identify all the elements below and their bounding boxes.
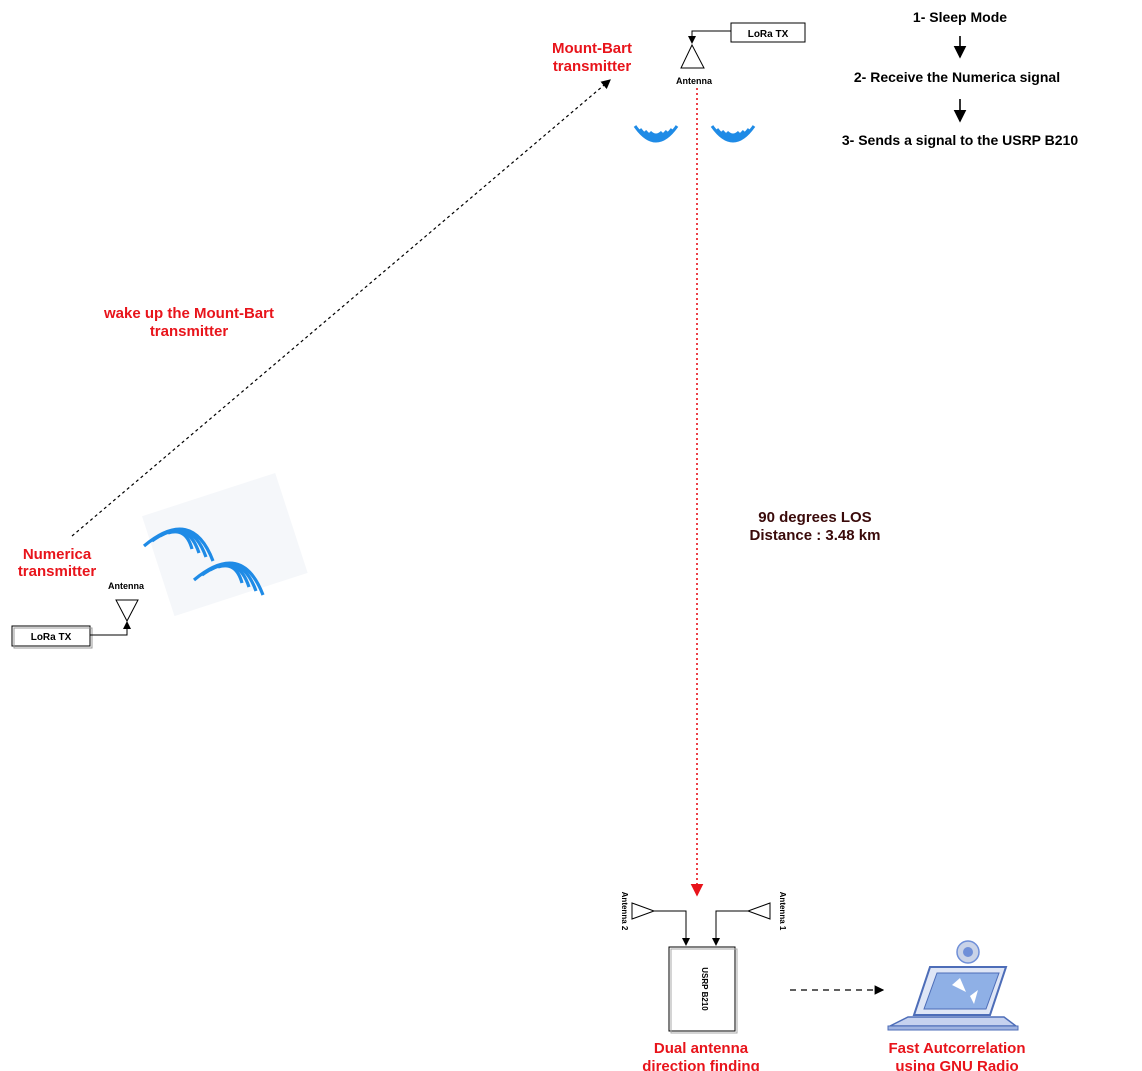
step-3-label: 3- Sends a signal to the USRP B210	[842, 132, 1078, 148]
steps-panel: 1- Sleep Mode 2- Receive the Numerica si…	[842, 9, 1078, 148]
mount-bart-title-line1: Mount-Bart	[552, 40, 632, 57]
usrp-device-shadow	[670, 948, 738, 1034]
wake-up-label-line2: transmitter	[150, 323, 229, 340]
numerica-signal-backdrop	[142, 472, 308, 617]
wake-up-label-line1: wake up the Mount-Bart	[103, 305, 274, 322]
usrp-device-box	[668, 946, 736, 1032]
numerica-transmitter: Numerica transmitter Antenna LoRa TX	[11, 472, 308, 649]
antenna-2-feed-line	[654, 910, 690, 946]
mount-bart-title-line2: transmitter	[553, 58, 632, 75]
signal-waves-icon-left	[633, 124, 679, 143]
numerica-antenna-label: Antenna	[108, 581, 145, 591]
laptop-icon: Fast Autcorrelation using GNU Radio	[887, 940, 1026, 1071]
receiver-caption-line2: direction finding	[642, 1058, 760, 1071]
los-label-line2: Distance : 3.48 km	[750, 527, 881, 544]
mount-bart-transmitter: Mount-Bart transmitter LoRa TX Antenna	[552, 22, 806, 143]
antenna-1-label: Antenna 1	[778, 892, 787, 931]
numerica-lora-box	[11, 625, 91, 647]
usrp-label: USRP B210	[700, 967, 709, 1011]
numerica-lora-label: LoRa TX	[31, 632, 72, 643]
numerica-feed-line	[90, 621, 131, 636]
antenna-2-icon	[631, 902, 656, 920]
numerica-title-line1: Numerica	[23, 546, 92, 563]
antenna-2-label: Antenna 2	[620, 892, 629, 931]
mount-bart-lora-box	[730, 22, 806, 43]
laptop-caption-line1: Fast Autcorrelation	[889, 1040, 1026, 1057]
numerica-lora-box-shadow	[13, 627, 93, 649]
mount-bart-antenna-label: Antenna	[676, 76, 713, 86]
los-label-line1: 90 degrees LOS	[758, 509, 871, 526]
signal-waves-icon-right	[710, 124, 756, 143]
usrp-receiver: Antenna 2 Antenna 1 USRP B210 Dual anten…	[620, 892, 787, 1071]
numerica-antenna-icon	[115, 599, 139, 623]
receiver-caption-line1: Dual antenna	[654, 1040, 749, 1057]
mount-bart-feed-line	[688, 30, 731, 44]
antenna-1-feed-line	[712, 910, 748, 946]
laptop-caption-line2: using GNU Radio	[895, 1058, 1018, 1071]
numerica-title-line2: transmitter	[18, 563, 97, 580]
step-1-label: 1- Sleep Mode	[913, 9, 1007, 25]
mount-bart-antenna-icon	[680, 43, 705, 69]
antenna-1-icon	[746, 902, 771, 920]
mount-bart-lora-label: LoRa TX	[748, 29, 789, 40]
step-2-label: 2- Receive the Numerica signal	[854, 69, 1060, 85]
